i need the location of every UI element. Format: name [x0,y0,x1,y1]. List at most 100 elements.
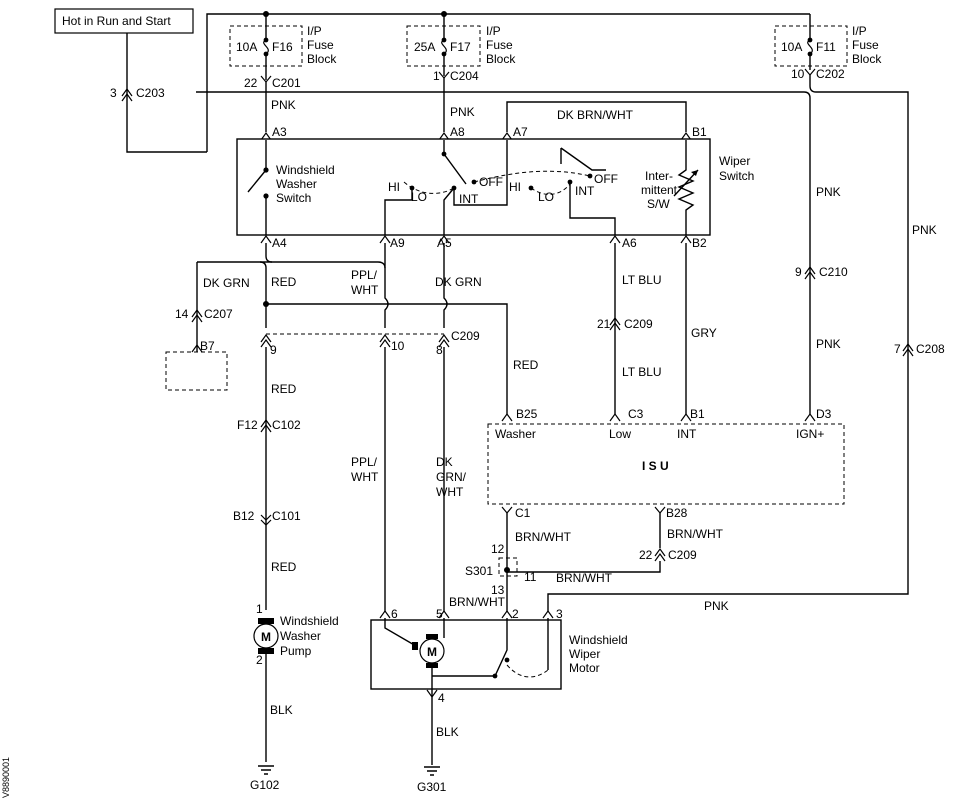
svg-text:A7: A7 [513,125,528,139]
svg-text:A6: A6 [622,236,637,250]
fuse-f17: 25A F17 I/P Fuse Block 1 C204 [406,14,516,83]
svg-text:C204: C204 [450,69,479,83]
svg-text:C202: C202 [816,67,845,81]
svg-text:BRN/WHT: BRN/WHT [667,527,724,541]
svg-text:13: 13 [491,583,505,597]
fuse-id: F16 [272,40,293,54]
svg-text:11: 11 [524,570,537,584]
svg-text:B1: B1 [690,407,705,421]
svg-text:A3: A3 [272,125,287,139]
wiper-switch: A3 A8 A7 B1 Wiper Switch Windshield Wash… [236,125,754,250]
svg-text:9: 9 [795,265,802,279]
svg-text:Windshield: Windshield [276,163,335,177]
svg-text:IGN+: IGN+ [796,427,824,441]
svg-text:DK GRN: DK GRN [435,275,482,289]
svg-text:C209: C209 [451,329,480,343]
svg-text:Washer: Washer [276,177,317,191]
svg-text:21: 21 [597,317,611,331]
wire-label-pnk: PNK [271,98,296,112]
svg-text:WHT: WHT [436,485,464,499]
svg-text:C101: C101 [272,509,301,523]
svg-text:Washer: Washer [280,629,321,643]
svg-text:Wiper: Wiper [569,647,600,661]
svg-text:B25: B25 [516,407,538,421]
svg-text:10: 10 [791,67,805,81]
svg-text:I S U: I S U [642,459,669,473]
svg-text:3: 3 [110,86,117,100]
hot-bus [206,13,810,152]
svg-text:Fuse: Fuse [307,38,334,52]
fuse-amp: 10A [236,40,257,54]
svg-text:RED: RED [271,382,297,396]
svg-text:A4: A4 [272,236,287,250]
c203-connector: 3 C203 [110,86,165,102]
svg-text:Low: Low [609,427,631,441]
svg-text:Motor: Motor [569,661,600,675]
svg-text:5: 5 [436,607,443,621]
svg-text:Block: Block [852,52,882,66]
c210-connector: 9 C210 [795,265,848,280]
svg-text:BRN/WHT: BRN/WHT [556,571,613,585]
svg-text:B7: B7 [200,339,215,353]
svg-text:C208: C208 [916,342,945,356]
svg-text:A8: A8 [450,125,465,139]
svg-text:Washer: Washer [495,427,536,441]
svg-text:C209: C209 [668,548,697,562]
svg-text:Fuse: Fuse [852,38,879,52]
svg-text:22: 22 [244,76,258,90]
svg-text:G102: G102 [250,778,280,792]
svg-text:12: 12 [491,542,505,556]
svg-text:M: M [261,630,271,644]
wire-label-dk-grn: DK GRN [203,276,250,290]
svg-text:S301: S301 [465,564,493,578]
svg-text:GRN/: GRN/ [436,470,467,484]
svg-text:4: 4 [438,691,445,705]
ground-g102: G102 [250,765,280,792]
svg-text:C201: C201 [272,76,301,90]
svg-text:M: M [427,645,437,659]
fuse-f16: 10A F16 I/P Fuse Block 22 C201 [229,14,337,90]
svg-text:B2: B2 [692,236,707,250]
svg-text:I/P: I/P [486,24,501,38]
svg-text:Windshield: Windshield [280,614,339,628]
wire-label-brn-wht: BRN/WHT [515,530,572,544]
svg-text:10: 10 [391,339,405,353]
svg-text:WHT: WHT [351,283,379,297]
svg-text:INT: INT [459,192,479,206]
intermittent-switch: Inter- mittent S/W [641,140,699,235]
svg-text:2: 2 [256,653,263,667]
svg-text:9: 9 [270,343,277,357]
svg-text:F12: F12 [237,418,258,432]
svg-text:C209: C209 [624,317,653,331]
svg-text:OFF: OFF [479,175,503,189]
svg-text:25A: 25A [414,40,435,54]
svg-text:22: 22 [639,548,653,562]
splice-s301: S301 12 11 13 [465,542,537,597]
svg-text:C102: C102 [272,418,301,432]
svg-text:I/P: I/P [852,24,867,38]
svg-text:PNK: PNK [912,223,937,237]
svg-text:Fuse: Fuse [486,38,513,52]
svg-text:B12: B12 [233,509,255,523]
svg-text:14: 14 [175,307,189,321]
fuse-f11: 10A F11 I/P Fuse Block 10 C202 [774,14,882,81]
c207-connector: 14 C207 [175,307,233,323]
svg-text:Wiper: Wiper [719,154,750,168]
svg-text:PNK: PNK [450,105,475,119]
svg-text:Pump: Pump [280,644,312,658]
svg-text:HI: HI [388,180,400,194]
hot-in-run-box [54,8,194,34]
svg-text:1: 1 [433,69,440,83]
svg-text:PNK: PNK [704,599,729,613]
svg-text:Block: Block [486,52,516,66]
c209-brn-connector: 22 C209 [639,547,697,562]
svg-text:F11: F11 [816,40,836,54]
svg-text:Switch: Switch [719,169,754,183]
svg-text:2: 2 [512,607,519,621]
svg-text:BLK: BLK [436,725,459,739]
wire-label-gry: GRY [691,326,717,340]
speed-selector: HI LO OFF INT HI LO OFF INT [384,140,618,235]
svg-text:1: 1 [256,602,263,616]
svg-text:D3: D3 [816,407,832,421]
svg-text:LT BLU: LT BLU [622,365,662,379]
